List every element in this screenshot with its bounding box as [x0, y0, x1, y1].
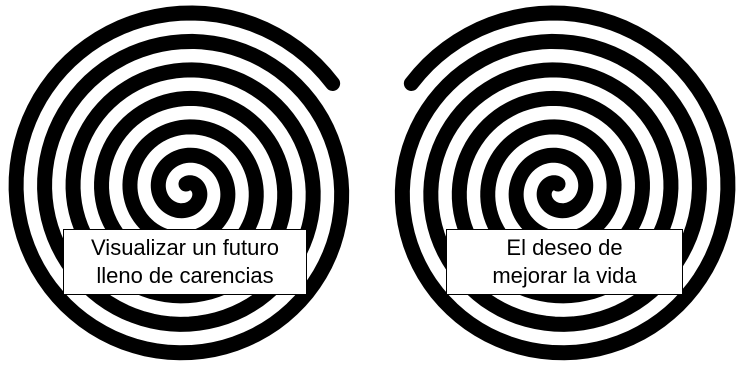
right-spiral — [394, 5, 736, 361]
label-right-line1: El deseo de — [506, 235, 623, 260]
label-box-right: El deseo de mejorar la vida — [446, 229, 683, 295]
label-left-line1: Visualizar un futuro — [91, 235, 279, 260]
label-right-line2: mejorar la vida — [492, 263, 637, 288]
left-spiral — [8, 5, 350, 361]
label-left-line2: lleno de carencias — [96, 263, 274, 288]
label-box-left: Visualizar un futuro lleno de carencias — [63, 229, 307, 295]
